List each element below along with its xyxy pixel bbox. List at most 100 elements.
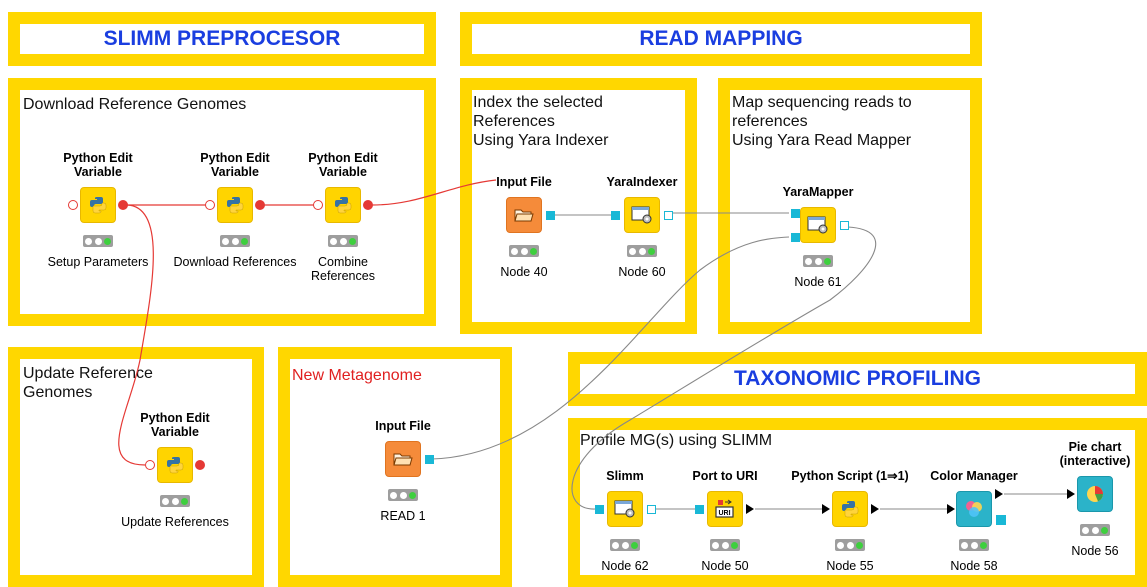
node-title: Color Manager xyxy=(930,469,1018,483)
python-icon[interactable] xyxy=(80,187,116,223)
tool-gear-icon[interactable] xyxy=(800,207,836,243)
color-manager-icon[interactable] xyxy=(956,491,992,527)
annotation-line: Map sequencing reads to xyxy=(732,94,912,111)
banner-taxonomic-profiling[interactable]: TAXONOMIC PROFILING xyxy=(568,352,1147,406)
node-label[interactable]: Node 62 xyxy=(555,559,695,573)
annotation-new-metagenome[interactable] xyxy=(278,347,512,587)
uri-out-port[interactable] xyxy=(746,504,754,514)
data-in-port[interactable] xyxy=(595,505,604,514)
flow-variable-in-port[interactable] xyxy=(205,200,215,210)
node-label-line: Node 62 xyxy=(601,559,649,573)
data-out-port[interactable] xyxy=(425,455,434,464)
tool-gear-icon[interactable] xyxy=(607,491,643,527)
flow-variable-in-port[interactable] xyxy=(68,200,78,210)
node-label[interactable]: Combine References xyxy=(273,255,413,283)
svg-text:URI: URI xyxy=(718,510,730,517)
node-label-line: Setup Parameters xyxy=(47,255,149,269)
data-out-port[interactable] xyxy=(546,211,555,220)
node-label-line: Download References xyxy=(173,255,297,269)
node-title-line: YaraIndexer xyxy=(606,175,678,189)
node-title-line: Variable xyxy=(211,165,259,179)
node-title-line: Color Manager xyxy=(930,469,1018,483)
data-in-port[interactable] xyxy=(791,233,800,242)
annotation-text: Index the selected References Using Yara… xyxy=(473,93,608,150)
node-label-line: Node 60 xyxy=(618,265,666,279)
annotation-text: Profile MG(s) using SLIMM xyxy=(580,431,772,450)
node-label[interactable]: Node 56 xyxy=(1025,544,1147,558)
node-label[interactable]: Node 40 xyxy=(454,265,594,279)
table-out-port[interactable] xyxy=(871,504,879,514)
node-label[interactable]: Setup Parameters xyxy=(28,255,168,269)
file-reader-icon[interactable] xyxy=(506,197,542,233)
node-title-line: Python Edit xyxy=(140,411,210,425)
node-title: Slimm xyxy=(606,469,644,483)
data-out-port[interactable] xyxy=(647,505,656,514)
annotation-update-reference-genomes[interactable] xyxy=(8,347,264,587)
flow-variable-in-port[interactable] xyxy=(145,460,155,470)
annotation-line: Profile MG(s) using SLIMM xyxy=(580,432,773,449)
python-icon[interactable] xyxy=(217,187,253,223)
node-title: Python Edit Variable xyxy=(140,411,209,439)
python-icon[interactable] xyxy=(832,491,868,527)
node-title-line: Python Edit xyxy=(200,151,270,165)
data-in-port[interactable] xyxy=(611,211,620,220)
annotation-line: References xyxy=(473,113,555,130)
node-label-line: References xyxy=(311,269,375,283)
data-out-port[interactable] xyxy=(664,211,673,220)
node-label-line: Node 50 xyxy=(701,559,749,573)
node-label[interactable]: Node 61 xyxy=(748,275,888,289)
node-status-traffic-light xyxy=(83,235,113,247)
node-title-line: Pie chart xyxy=(1068,440,1122,454)
file-reader-icon[interactable] xyxy=(385,441,421,477)
data-in-port[interactable] xyxy=(695,505,704,514)
node-label[interactable]: Download References xyxy=(165,255,305,269)
annotation-map-reads[interactable] xyxy=(718,78,982,334)
banner-read-mapping[interactable]: READ MAPPING xyxy=(460,12,982,66)
python-icon[interactable] xyxy=(157,447,193,483)
flow-variable-out-port[interactable] xyxy=(118,200,128,210)
node-label[interactable]: Node 50 xyxy=(655,559,795,573)
node-label[interactable]: Node 55 xyxy=(780,559,920,573)
node-title-line: Port to URI xyxy=(692,469,758,483)
color-model-out-port[interactable] xyxy=(996,515,1006,525)
connection-arrowhead xyxy=(947,504,955,514)
node-title-line: Variable xyxy=(319,165,367,179)
pie-chart-icon[interactable] xyxy=(1077,476,1113,512)
node-label-line: Node 40 xyxy=(500,265,548,279)
node-label[interactable]: Node 58 xyxy=(904,559,1044,573)
port-to-uri-icon[interactable]: URI xyxy=(707,491,743,527)
annotation-text: Map sequencing reads to references Using… xyxy=(732,93,912,150)
annotation-line: references xyxy=(732,113,808,130)
data-out-port[interactable] xyxy=(840,221,849,230)
python-icon[interactable] xyxy=(325,187,361,223)
annotation-line: Download Reference Genomes xyxy=(23,96,247,113)
flow-variable-out-port[interactable] xyxy=(363,200,373,210)
annotation-text: New Metagenome xyxy=(292,366,422,385)
banner-title: READ MAPPING xyxy=(639,27,803,50)
node-status-traffic-light xyxy=(220,235,250,247)
table-out-port[interactable] xyxy=(995,489,1003,499)
flow-variable-out-port[interactable] xyxy=(255,200,265,210)
annotation-line: Using Yara Read Mapper xyxy=(732,132,912,149)
tool-gear-icon[interactable] xyxy=(624,197,660,233)
node-label[interactable]: Update References xyxy=(105,515,245,529)
data-in-port[interactable] xyxy=(791,209,800,218)
banner-slimm-preprocessor[interactable]: SLIMM PREPROCESOR xyxy=(8,12,436,66)
node-title: Input File xyxy=(375,419,431,433)
node-title: Python Script (1⇒1) xyxy=(791,469,908,483)
node-label[interactable]: READ 1 xyxy=(333,509,473,523)
node-status-traffic-light xyxy=(1080,524,1110,536)
annotation-text: Update Reference Genomes xyxy=(23,364,153,402)
node-label[interactable]: Node 60 xyxy=(572,265,712,279)
flow-variable-out-port[interactable] xyxy=(195,460,205,470)
flow-variable-connection xyxy=(118,204,154,466)
annotation-line: New Metagenome xyxy=(292,367,422,384)
node-title-line: YaraMapper xyxy=(782,185,854,199)
node-title: YaraMapper xyxy=(783,185,854,199)
node-label-line: Node 61 xyxy=(794,275,842,289)
annotation-index-references[interactable] xyxy=(460,78,697,334)
node-title-line: Python Edit xyxy=(63,151,133,165)
node-status-traffic-light xyxy=(803,255,833,267)
flow-variable-in-port[interactable] xyxy=(313,200,323,210)
node-status-traffic-light xyxy=(328,235,358,247)
